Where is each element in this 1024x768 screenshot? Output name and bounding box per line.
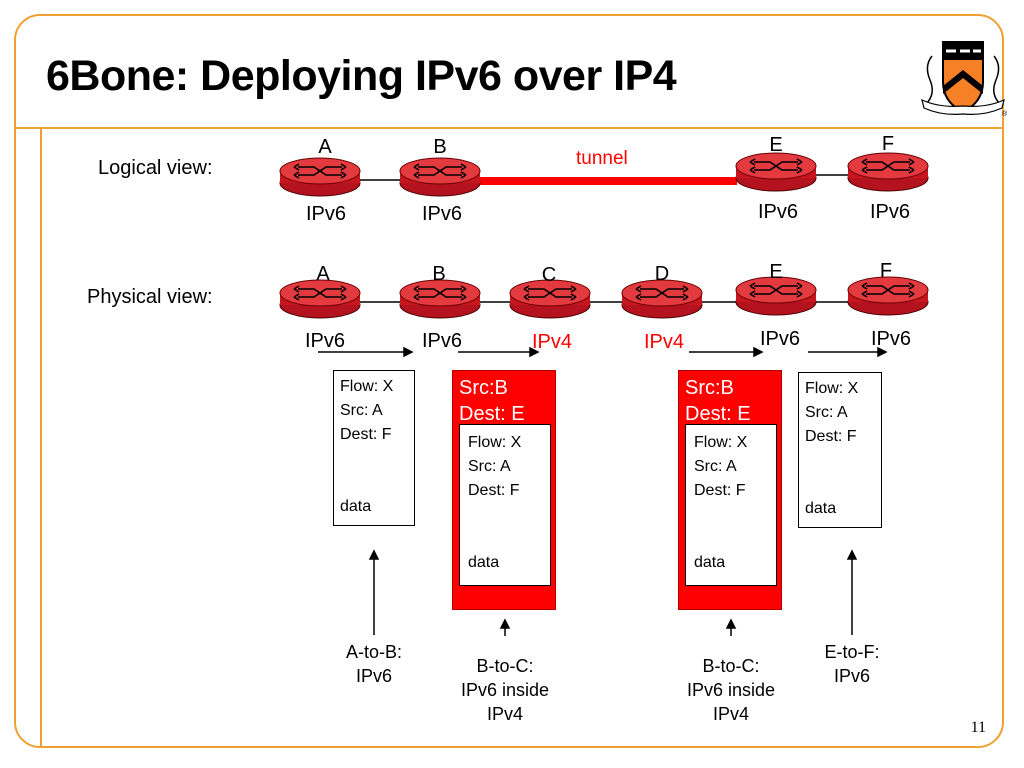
slide-title: 6Bone: Deploying IPv6 over IP4 [46,52,677,100]
router-proto: IPv6 [421,330,463,352]
outer-src: Src:B [459,377,508,399]
packet-flow: Flow: X [340,378,394,395]
packet-ipv4-b-c: Src:B Dest: E Flow: X Src: A Dest: F dat… [452,370,556,610]
slide-frame [14,14,1004,748]
caption-line: IPv4 [712,704,750,724]
packet-ipv6-e-f: Flow: X Src: A Dest: F data [798,372,882,528]
router-f-logical [847,152,929,192]
inner-ipv6-packet: Flow: X Src: A Dest: F data [685,424,777,586]
title-divider [16,127,1002,129]
caption-line: IPv6 inside [460,680,550,700]
packet-ipv6-a-b: Flow: X Src: A Dest: F data [333,370,415,526]
outer-dest: Dest: E [459,403,525,425]
router-proto: IPv6 [869,201,911,223]
caption-line: A-to-B: [345,642,403,662]
caption-line: IPv4 [486,704,524,724]
router-proto: IPv6 [759,328,801,350]
packet-data: data [694,554,726,571]
packet-data: data [468,554,500,571]
router-name: F [879,260,893,282]
router-name: D [654,263,670,285]
router-proto: IPv6 [870,328,912,350]
left-divider [40,129,42,746]
router-proto: IPv6 [757,201,799,223]
packet-data: data [805,500,837,517]
packet-flow: Flow: X [694,434,748,451]
ipv4-header: Src:B Dest: E [459,375,525,427]
caption-line: E-to-F: [824,642,880,662]
caption-e-to-f: E-to-F: IPv6 [824,640,879,688]
tunnel-label: tunnel [576,148,628,169]
router-name: C [541,264,557,286]
inner-ipv6-packet: Flow: X Src: A Dest: F data [459,424,551,586]
router-name: B [432,263,446,285]
router-proto-ipv4: IPv4 [531,331,573,353]
outer-dest: Dest: E [685,403,751,425]
router-proto: IPv6 [421,203,463,225]
packet-dest: Dest: F [694,482,746,499]
router-proto-ipv4: IPv4 [643,331,685,353]
ipv4-header: Src:B Dest: E [685,375,751,427]
caption-a-to-b: A-to-B: IPv6 [346,640,402,688]
caption-line: IPv6 inside [686,680,776,700]
router-proto: IPv6 [304,330,346,352]
router-name: A [316,263,330,285]
packet-dest: Dest: F [805,428,857,445]
router-b-logical [399,157,481,197]
caption-line: B-to-C: [702,656,760,676]
router-name: A [318,136,332,158]
packet-dest: Dest: F [340,426,392,443]
router-e-logical [735,152,817,192]
packet-flow: Flow: X [468,434,522,451]
princeton-shield-icon: ® [918,36,1008,120]
packet-data: data [340,498,372,515]
packet-dest: Dest: F [468,482,520,499]
packet-src: Src: A [340,402,383,419]
packet-src: Src: A [694,458,737,475]
router-name: B [433,136,447,158]
caption-line: B-to-C: [476,656,534,676]
physical-view-label: Physical view: [87,286,213,308]
caption-line: IPv6 [833,666,871,686]
packet-src: Src: A [805,404,848,421]
packet-flow: Flow: X [805,380,859,397]
packet-ipv4-d-e: Src:B Dest: E Flow: X Src: A Dest: F dat… [678,370,782,610]
router-proto: IPv6 [305,203,347,225]
caption-line: IPv6 [355,666,393,686]
outer-src: Src:B [685,377,734,399]
svg-text:®: ® [1002,110,1008,118]
caption-b-to-c-2: B-to-C: IPv6 inside IPv4 [687,654,775,726]
router-name: E [769,134,783,156]
router-name: E [769,261,783,283]
page-number: 11 [970,719,986,736]
caption-b-to-c: B-to-C: IPv6 inside IPv4 [461,654,549,726]
packet-src: Src: A [468,458,511,475]
logical-view-label: Logical view: [98,157,213,179]
router-a-logical [279,157,361,197]
router-name: F [881,133,895,155]
